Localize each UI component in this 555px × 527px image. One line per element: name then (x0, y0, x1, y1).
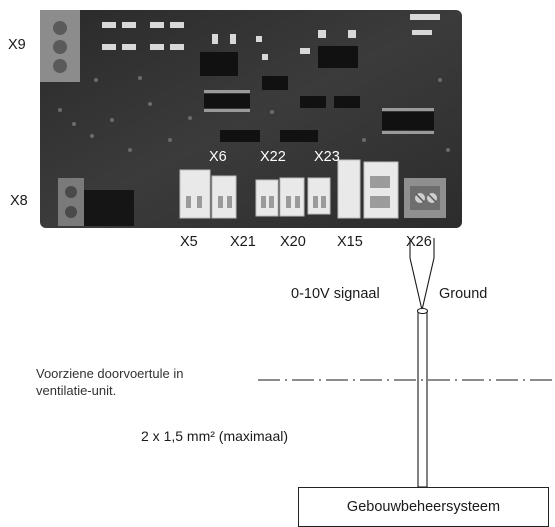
ic-chips (200, 46, 434, 142)
bms-label: Gebouwbeheersysteem (346, 499, 501, 515)
label-x20: X20 (280, 234, 306, 250)
label-x23: X23 (314, 149, 340, 165)
smd-components (102, 14, 440, 60)
cable-spec-label: 2 x 1,5 mm² (maximaal) (141, 428, 289, 444)
bms-box: Gebouwbeheersysteem (298, 487, 549, 527)
cable-end (417, 307, 428, 315)
solder-dots (58, 76, 450, 152)
label-x21: X21 (230, 234, 256, 250)
label-x15: X15 (337, 234, 363, 250)
ground-label: Ground (439, 286, 488, 302)
signal-label: 0-10V signaal (291, 286, 380, 302)
cable (417, 309, 428, 488)
wall-note-line1: Voorziene doorvoertule in (36, 366, 184, 381)
terminal-block-x9 (40, 10, 80, 82)
ground-wire-converging (421, 257, 435, 311)
connector-pins (186, 176, 390, 208)
label-x9: X9 (8, 37, 26, 53)
terminal-block-x8 (58, 178, 134, 226)
ic-pins (204, 90, 434, 134)
label-x8: X8 (10, 193, 28, 209)
label-x6: X6 (209, 149, 227, 165)
signal-wire-converging (409, 257, 423, 311)
label-x26: X26 (406, 234, 432, 250)
label-x22: X22 (260, 149, 286, 165)
wall-note-line2: ventilatie-unit. (36, 383, 117, 398)
label-x5: X5 (180, 234, 198, 250)
wall-note: Voorziene doorvoertule in ventilatie-uni… (36, 365, 183, 399)
terminal-x26 (404, 178, 446, 218)
